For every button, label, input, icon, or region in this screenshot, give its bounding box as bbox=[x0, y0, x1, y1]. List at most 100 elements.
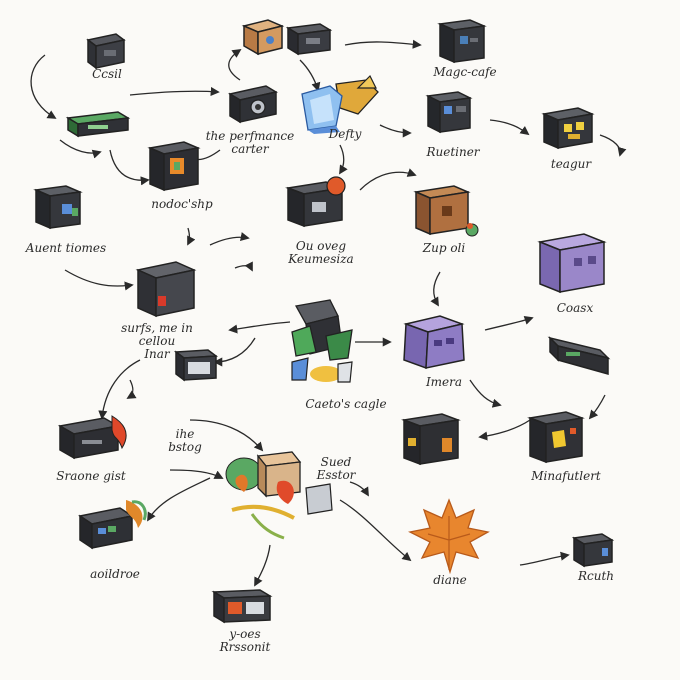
node-label: the perfmance carter bbox=[205, 129, 295, 156]
node-imera bbox=[396, 310, 476, 374]
node-label: Ou oveg Keumesiza bbox=[288, 239, 354, 266]
maple-leaf-icon bbox=[408, 498, 490, 575]
node-label: nodoc'shp bbox=[151, 197, 213, 211]
arrow bbox=[339, 499, 412, 562]
arrow bbox=[147, 477, 211, 522]
purple-cube-icon bbox=[537, 233, 607, 294]
arrow bbox=[359, 168, 417, 191]
arrow bbox=[588, 394, 606, 420]
node-dark-cube bbox=[284, 20, 334, 58]
arrow bbox=[254, 544, 271, 587]
node-small-monitor bbox=[172, 346, 220, 384]
node-teagur bbox=[540, 104, 596, 152]
photo-panel-icon bbox=[211, 589, 273, 624]
arrow bbox=[213, 337, 256, 367]
arrow bbox=[187, 227, 196, 246]
node-ccsil bbox=[82, 30, 128, 72]
node-label: Imera bbox=[425, 375, 463, 389]
node-minafutlert bbox=[526, 406, 592, 466]
node-caetos-cagle bbox=[286, 296, 366, 386]
leafy-cube-icon bbox=[225, 451, 333, 540]
arrow bbox=[126, 379, 137, 399]
node-nodocshp bbox=[146, 138, 202, 194]
node-label: Caeto's cagle bbox=[305, 397, 387, 411]
arrow bbox=[59, 139, 102, 159]
node-label: Ruetiner bbox=[426, 145, 480, 159]
node-label: aoildroe bbox=[90, 567, 140, 581]
node-label: Defty bbox=[328, 127, 362, 141]
node-label: Sued Esstor bbox=[316, 455, 356, 482]
arrow bbox=[349, 481, 369, 497]
pc-tower-icon bbox=[33, 185, 83, 230]
small-monitor-icon bbox=[173, 349, 219, 382]
tan-cube-icon bbox=[241, 19, 285, 56]
yellow-face-cube-icon bbox=[541, 107, 595, 150]
node-label: Coasx bbox=[556, 301, 594, 315]
arrow bbox=[484, 315, 534, 331]
node-label: ihe bstog bbox=[168, 427, 202, 454]
arrow bbox=[344, 39, 422, 49]
arrow bbox=[599, 134, 627, 157]
arrow bbox=[98, 359, 141, 420]
camera-device-icon bbox=[228, 85, 278, 124]
arrow bbox=[169, 469, 224, 479]
node-sraone-gist bbox=[56, 412, 136, 464]
node-label: surfs, me in cellou Inar bbox=[121, 321, 193, 361]
node-magc-cafe bbox=[436, 16, 488, 66]
arrow bbox=[478, 419, 531, 441]
arrow bbox=[228, 321, 291, 334]
node-auent-tiomes bbox=[32, 182, 84, 232]
arrow bbox=[430, 271, 441, 307]
red-cap-cube-icon bbox=[285, 176, 346, 228]
arrow bbox=[379, 124, 412, 138]
node-label: Minafutlert bbox=[531, 469, 601, 483]
node-defty bbox=[296, 74, 382, 136]
node-aoildroe bbox=[76, 496, 156, 552]
orange-cube-icon bbox=[401, 413, 461, 466]
dark-cube-icon bbox=[285, 23, 333, 56]
purple-cube-icon bbox=[403, 315, 465, 370]
crystal-cluster-icon bbox=[291, 299, 353, 383]
tiny-drive-icon bbox=[571, 533, 615, 568]
node-coasx bbox=[534, 228, 614, 298]
node-label: Ccsil bbox=[92, 67, 122, 81]
arrow bbox=[519, 551, 570, 566]
node-label: diane bbox=[433, 573, 467, 587]
node-sued-esstor bbox=[222, 448, 342, 548]
orange-panel-cube-icon bbox=[147, 141, 201, 192]
arrow bbox=[129, 86, 220, 97]
node-tan-cube bbox=[240, 16, 286, 58]
node-surfs bbox=[132, 256, 202, 320]
node-diane bbox=[404, 496, 494, 576]
arrow bbox=[339, 144, 348, 175]
node-rcuth bbox=[570, 530, 618, 570]
node-label: Magc-cafe bbox=[433, 65, 497, 79]
node-green-drive bbox=[62, 108, 134, 140]
colorful-drive-icon bbox=[78, 500, 147, 550]
arrow bbox=[228, 48, 242, 81]
green-drive-icon bbox=[65, 111, 131, 138]
arrow bbox=[209, 232, 250, 246]
arrow bbox=[234, 261, 253, 272]
node-label: Rcuth bbox=[577, 569, 615, 583]
arrow bbox=[64, 269, 134, 291]
bright-cube-icon bbox=[527, 411, 585, 464]
brown-cube-icon bbox=[413, 185, 479, 237]
flame-drive-icon bbox=[57, 415, 127, 460]
server-cube-icon bbox=[86, 33, 126, 70]
node-label: Auent tiomes bbox=[25, 241, 107, 255]
server-tower-icon bbox=[437, 19, 487, 64]
blue-gold-crystal-icon bbox=[301, 74, 379, 134]
arrow bbox=[489, 119, 530, 136]
node-label: teagur bbox=[550, 157, 592, 171]
node-ruetiner bbox=[424, 88, 474, 136]
green-slab-icon bbox=[547, 336, 611, 375]
node-y-oes bbox=[210, 586, 276, 626]
arrow bbox=[469, 379, 502, 408]
node-ou-oveg bbox=[284, 174, 354, 230]
node-zup-oli bbox=[410, 180, 480, 240]
node-label: y-oes Rrssonit bbox=[219, 627, 271, 654]
node-orange-cube bbox=[400, 408, 468, 468]
node-label: Sraone gist bbox=[56, 469, 126, 483]
